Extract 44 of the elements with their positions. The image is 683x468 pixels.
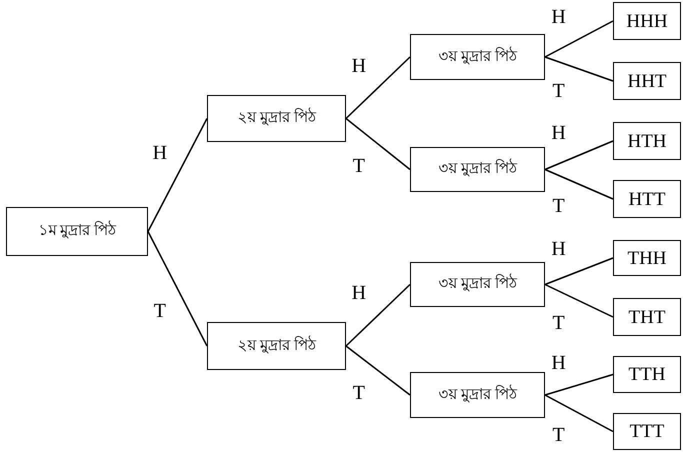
outcome-box — [613, 180, 681, 218]
tree-branch-line — [544, 257, 614, 286]
box-text: HTH — [627, 132, 667, 150]
tree-branch-line — [544, 374, 614, 396]
box-text: ৩য় মুদ্রার পিঠ — [438, 386, 517, 404]
outcome-box — [613, 122, 681, 160]
tree-branch-line — [544, 168, 614, 200]
tree-branch-line — [544, 20, 614, 58]
box-text: TTH — [628, 365, 666, 384]
box-text: ১ম মুদ্রার পিঠ — [38, 222, 116, 241]
tree-branch-line — [544, 140, 614, 170]
tree-branch-line — [147, 118, 208, 232]
outcome-box — [613, 62, 681, 100]
stage-box — [207, 95, 346, 142]
box-text: HTT — [628, 190, 666, 208]
box-text: ৩য় মুদ্রার পিঠ — [438, 275, 517, 294]
stage-box — [207, 322, 346, 370]
tree-branch-line — [544, 394, 614, 432]
stage-box — [410, 262, 545, 307]
tree-branch-line — [346, 345, 410, 396]
outcome-box — [613, 413, 681, 450]
box-text: ২য় মুদ্রার পিঠ — [237, 109, 316, 128]
box-text: TTT — [630, 422, 664, 441]
stage-box — [410, 34, 545, 80]
tree-branch-line — [346, 118, 410, 170]
tree-branch-line — [544, 56, 614, 82]
outcome-box — [613, 2, 681, 40]
stage-box — [410, 147, 545, 192]
outcome-box — [613, 298, 681, 336]
outcome-box — [613, 356, 681, 393]
stage-box — [410, 372, 545, 418]
outcome-box — [613, 240, 681, 276]
tree-branch-line — [544, 284, 614, 318]
box-text: ২য় মুদ্রার পিঠ — [237, 336, 316, 356]
box-text: ৩য় মুদ্রার পিঠ — [438, 160, 517, 179]
tree-branch-line — [345, 284, 411, 347]
tree-branch-line — [147, 231, 208, 346]
box-text: ৩য় মুদ্রার পিঠ — [438, 48, 517, 66]
box-text: THH — [627, 248, 667, 268]
box-text: HHH — [626, 12, 668, 30]
tree-branch-line — [345, 56, 411, 120]
box-text: THT — [628, 308, 666, 326]
box-text: HHT — [627, 72, 667, 90]
stage-box — [6, 207, 148, 256]
